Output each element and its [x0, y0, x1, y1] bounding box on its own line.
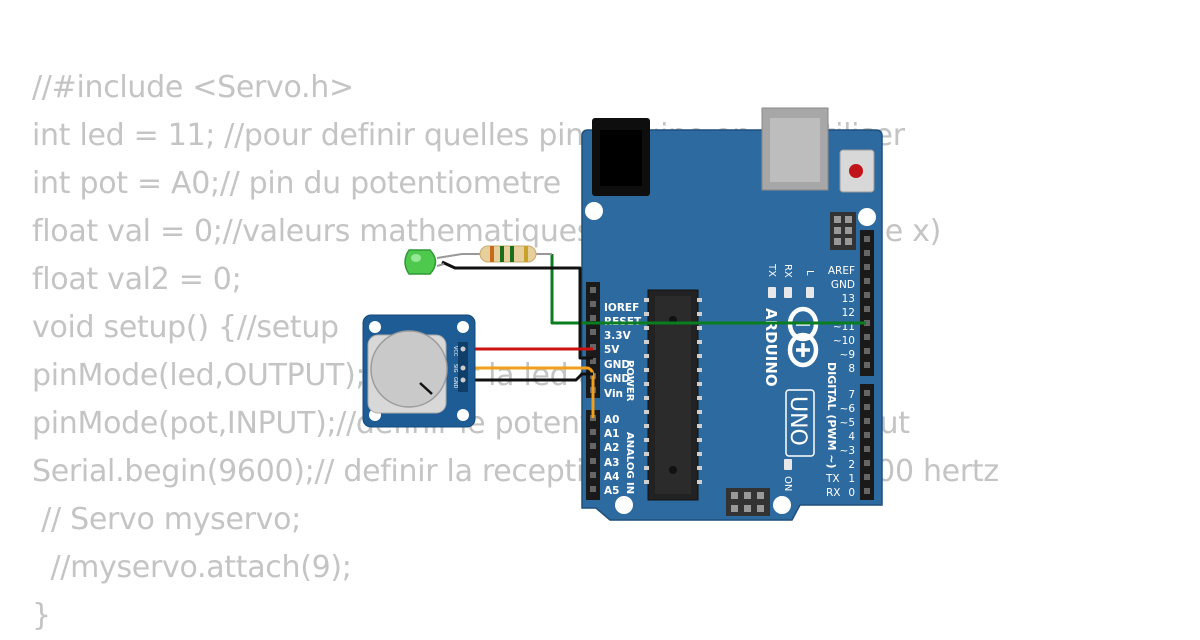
microcontroller-chip — [647, 289, 699, 501]
pin-label: ~10 — [833, 335, 855, 347]
brand-label: ARDUINO — [762, 308, 780, 387]
model-text: UNO — [785, 396, 810, 446]
pin-label: ~6 — [840, 403, 856, 415]
led-component[interactable] — [404, 249, 463, 275]
pin-label: AREF — [828, 265, 855, 277]
pin-label: GND — [831, 279, 855, 291]
tx-label: TX — [825, 473, 840, 485]
pin-label: 0 — [848, 487, 855, 499]
status-leds — [768, 287, 814, 470]
pin-label: GND — [604, 373, 630, 385]
pin-label: ~5 — [840, 417, 855, 429]
pot-pin-label: VCC — [452, 346, 458, 357]
pin-label: 8 — [848, 363, 855, 375]
pot-pin-label: GND — [452, 377, 458, 389]
digital-header-title: DIGITAL (PWM ~) — [825, 362, 838, 469]
tx-led-label: TX — [766, 263, 777, 277]
icsp-header — [830, 212, 856, 250]
pin-label: 4 — [848, 431, 855, 443]
pin-label: GND — [604, 359, 630, 371]
wire-pot-signal — [462, 366, 595, 418]
icsp-header-bottom — [726, 488, 770, 516]
pin-label: 5V — [604, 344, 620, 356]
digital-header-top — [860, 230, 874, 376]
wire-led-signal — [550, 254, 866, 325]
mounting-hole — [858, 208, 876, 226]
pin-label: IOREF — [604, 302, 639, 314]
chip-pins — [644, 298, 702, 484]
pin-label: 3.3V — [604, 330, 632, 342]
digital-bottom-pin-labels: 7 ~6 ~5 4 ~3 2 1 0 — [840, 389, 856, 499]
code-line: } — [32, 598, 51, 633]
analog-header-title: ANALOG IN — [624, 432, 635, 494]
code-line: //#include <Servo.h> — [32, 70, 354, 105]
code-line: void setup() {//setup — [32, 310, 339, 345]
rx-label: RX — [826, 487, 841, 499]
pin-label: 13 — [842, 293, 855, 305]
led-body — [404, 249, 437, 275]
pin-label: A5 — [604, 485, 619, 497]
l-led-label: L — [804, 270, 815, 276]
pin-label: ~3 — [840, 445, 855, 457]
pin-label: 7 — [848, 389, 855, 401]
pin-label: A1 — [604, 428, 619, 440]
pot-knob[interactable] — [370, 330, 448, 408]
pin-label: Vin — [604, 388, 623, 400]
pin-label: A2 — [604, 442, 619, 454]
resistor-component[interactable] — [462, 245, 552, 263]
rx-led-label: RX — [782, 264, 793, 278]
reset-button-cap — [849, 164, 863, 178]
mounting-hole — [585, 202, 603, 220]
code-line: float val2 = 0; — [32, 262, 242, 297]
potentiometer-component[interactable]: VCC SIG GND — [362, 314, 476, 428]
pin-label: A3 — [604, 457, 619, 469]
pot-indicator — [419, 382, 433, 395]
digital-header-bottom — [860, 384, 874, 500]
power-header-title: POWER — [624, 360, 635, 402]
pin-label: ~9 — [840, 349, 855, 361]
pot-pin-label: SIG — [452, 364, 458, 373]
wire-pot-ground — [462, 372, 593, 382]
mounting-hole — [615, 496, 633, 514]
pin-label: 12 — [842, 307, 855, 319]
mounting-hole — [773, 496, 791, 514]
on-led-label: ON — [782, 476, 793, 491]
wires — [441, 254, 866, 418]
code-line: //myservo.attach(9); — [32, 550, 352, 585]
analog-header — [586, 410, 600, 500]
pin-label: 1 — [848, 473, 855, 485]
pin-label: 2 — [848, 459, 855, 471]
arduino-uno-board[interactable]: IOREF RESET 3.3V 5V GND GND Vin POWER A0… — [581, 107, 883, 521]
pin-label: A4 — [604, 471, 619, 483]
wire-led-ground — [441, 260, 593, 360]
code-line: // Servo myservo; — [32, 502, 301, 537]
analog-pin-labels: A0 A1 A2 A3 A4 A5 — [604, 414, 619, 497]
tx-rx-labels: TX RX — [825, 473, 841, 499]
pin-label: A0 — [604, 414, 619, 426]
model-label: UNO — [785, 389, 815, 457]
code-line: int pot = A0;// pin du potentiometre — [32, 166, 561, 201]
